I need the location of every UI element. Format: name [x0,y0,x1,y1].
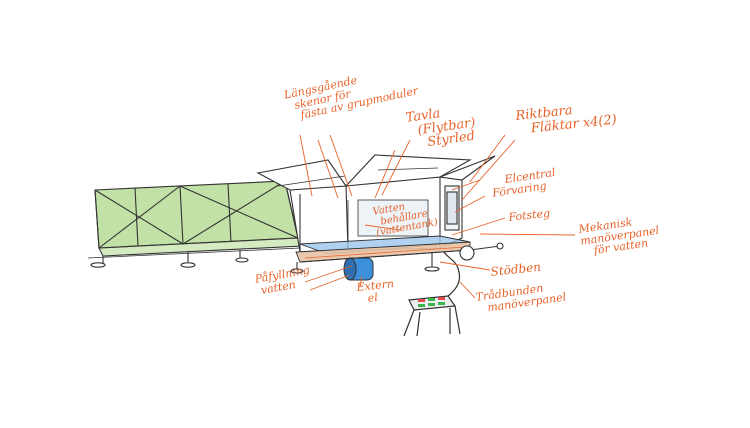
label-fans: Riktbara Fläktar x4(2) [514,103,618,137]
label-lengthwise-slats: Längsgående skenor för fästa av grupmodu… [282,73,420,122]
label-external-power: Extern el [355,277,395,305]
label-water-fill: Påfyllning vatten [253,263,311,297]
greenhouse-module [87,180,303,268]
leader-lines [299,134,576,299]
water-floor [295,235,471,263]
label-wireless-panel: Trådbunden manöverpanel [474,281,567,314]
label-footstep: Fotsteg [507,206,551,224]
label-electronics: Elcentral Förvaring [491,165,557,200]
label-panel: Tavla (Flytbar) Styrled [404,106,477,151]
label-stand-legs: Stödben [489,259,542,279]
control-pedestal [403,251,461,337]
label-water-cistern: Vatten behållare (vattentank) [371,201,439,239]
main-cabin [256,154,496,253]
chassis [290,242,504,274]
label-mech-panel: Mekanisk manöverpanel för vatten [577,215,660,258]
water-tank [343,257,374,281]
